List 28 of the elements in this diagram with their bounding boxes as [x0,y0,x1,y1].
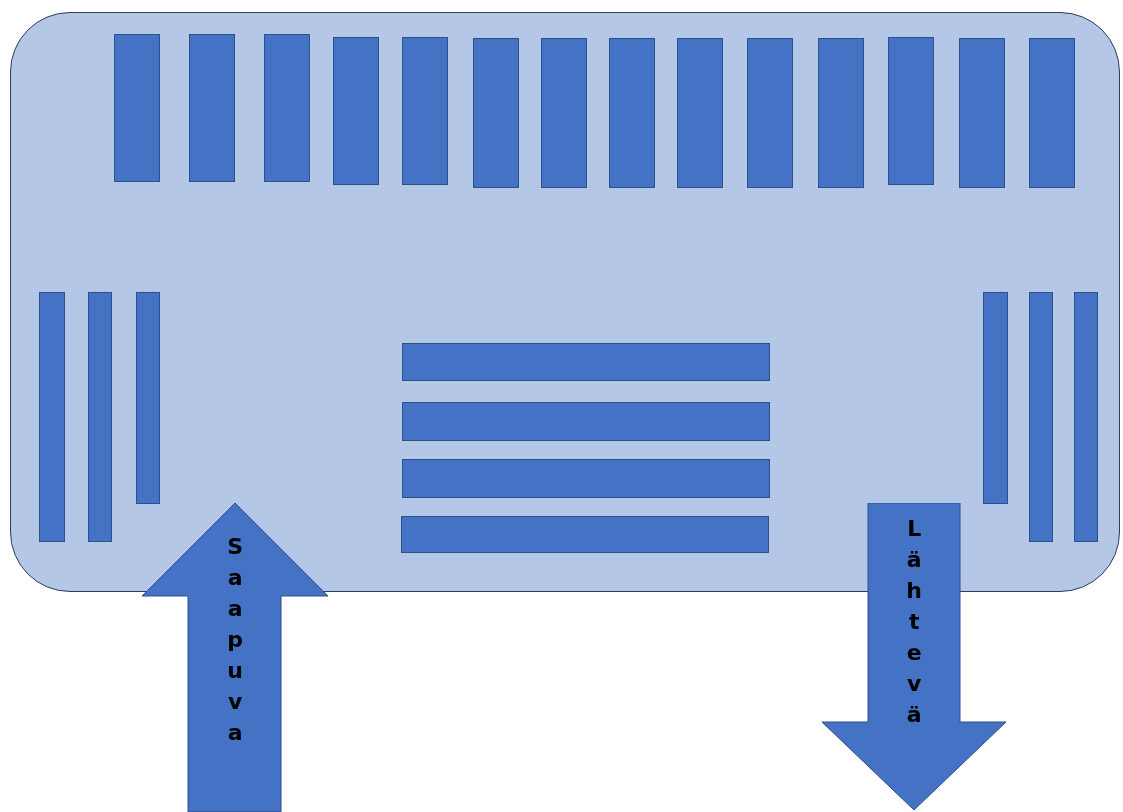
shelf-rack [333,37,379,185]
shelf-rack [473,38,519,188]
arrow-label: Saapuva [226,533,245,747]
shelf-rack [402,343,770,381]
shelf-rack [264,34,310,182]
shelf-rack [136,292,160,504]
block-arrow [142,503,328,812]
shelf-rack [983,292,1008,504]
shelf-rack [1029,292,1053,542]
shelf-rack [39,292,65,542]
shelf-rack [189,34,235,182]
shelf-rack [1029,38,1075,188]
arrow-label: Lähtevä [905,515,923,729]
shelf-rack [1074,292,1098,542]
block-arrow [822,503,1006,810]
shelf-rack [677,38,723,188]
shelf-rack [959,38,1005,188]
shelf-rack [818,38,864,188]
shelf-rack [402,37,448,185]
shelf-rack [747,38,793,188]
shelf-rack [541,38,587,188]
shelf-rack [888,37,934,185]
shelf-rack [402,459,770,498]
shelf-rack [114,34,160,182]
shelf-rack [401,516,769,553]
shelf-rack [402,402,770,441]
shelf-rack [609,38,655,188]
shelf-rack [88,292,112,542]
